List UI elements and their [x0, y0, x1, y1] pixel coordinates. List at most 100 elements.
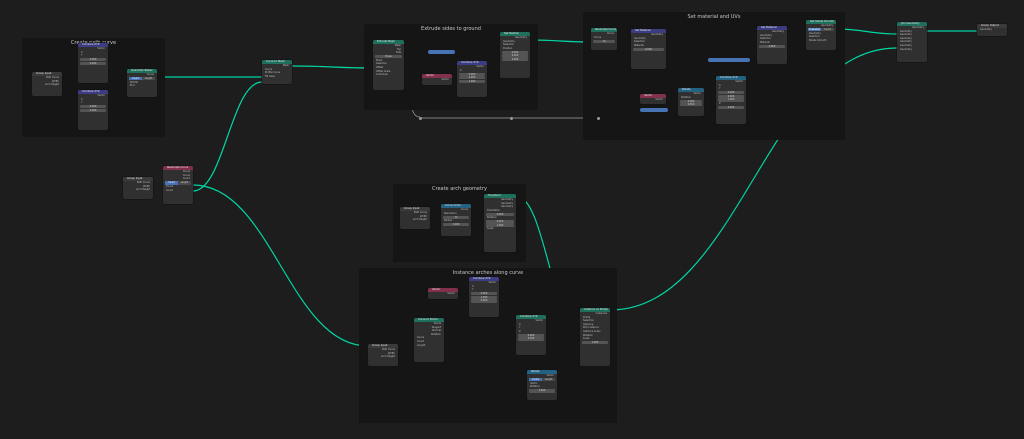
mode-option[interactable]: Evaluated	[808, 27, 821, 32]
reroute-dot[interactable]	[419, 117, 422, 120]
node-group-input[interactable]: Group Input Path Curve Width Arch Height	[32, 72, 62, 96]
value-field[interactable]: 0.000	[633, 47, 664, 51]
mode-option[interactable]: Length	[142, 76, 155, 81]
value-field[interactable]: 0.000	[718, 105, 744, 110]
node-header: Combine XYZ	[78, 90, 108, 94]
value-field[interactable]: 0.000	[502, 54, 528, 58]
node-combine-xyz[interactable]: Combine XYZ Vector X Y 0.000 0.000	[78, 90, 108, 130]
socket-label: Z	[519, 329, 521, 333]
mode-dropdown[interactable]: Faces	[375, 55, 402, 59]
node-join-geometry[interactable]: Join Geometry Geometry Geometry Geometry…	[897, 22, 927, 62]
socket-label: Y	[81, 101, 83, 105]
value-field[interactable]: 0.000	[80, 105, 106, 109]
node-link[interactable]	[529, 39, 592, 43]
node-link[interactable]	[835, 28, 898, 35]
value-field[interactable]: 1.000	[486, 223, 514, 228]
node-set-material-uv[interactable]: Set Material Geometry Geometry Selection…	[631, 29, 666, 69]
node-combine-xyz[interactable]: Combine XYZ Vector X Y Z 0.000 0.000	[516, 315, 546, 355]
value-field[interactable]: 1.000	[582, 341, 608, 345]
socket-label: Path Curve	[413, 211, 427, 214]
value-field[interactable]: 0.000	[518, 337, 544, 341]
reroute-dot[interactable]	[510, 117, 513, 120]
node-curve-to-points[interactable]: Curve to Points Points Tangent Normal Ro…	[414, 318, 444, 362]
value-field[interactable]: 0.000	[529, 389, 555, 393]
value-field[interactable]: 0.000	[80, 108, 106, 112]
mode-option[interactable]: Count	[821, 27, 834, 32]
node-group-output[interactable]: Group Output Geometry	[977, 24, 1007, 36]
node-group-input[interactable]: Group Input Path Curve Width Arch Height	[123, 177, 153, 199]
value-field[interactable]: 0.000	[471, 292, 497, 296]
node-combine-xyz[interactable]: Combine XYZ Vector X Y 0.000 0.000	[78, 43, 108, 83]
node-group-input[interactable]: Group Input Path Curve Width Arch Height	[368, 344, 398, 366]
node-group-input[interactable]: Resample Curve Curve Curve 10	[591, 28, 617, 50]
node-vector-input[interactable]: Vector Vector	[422, 74, 452, 85]
reroute-pill[interactable]	[640, 108, 668, 112]
node-store-uv[interactable]: Set Material Geometry Geometry Selection…	[757, 26, 787, 64]
socket-label: Arch Height	[380, 355, 395, 359]
value-field[interactable]: 12	[443, 215, 469, 219]
node-link[interactable]	[291, 65, 374, 69]
value-field[interactable]: 1.000	[443, 223, 469, 227]
value-field[interactable]: 1.000	[459, 79, 485, 83]
reroute-pill[interactable]	[708, 58, 750, 62]
socket-label: Geometry	[760, 33, 772, 37]
value-field[interactable]: 0.000	[680, 99, 702, 103]
frame-set-material[interactable]: Set material and UVs	[583, 12, 845, 140]
node-header: Curve to Mesh	[262, 60, 292, 64]
reroute-pill[interactable]	[428, 50, 455, 54]
node-set-position[interactable]: Set Position Geometry Geometry Selection…	[500, 32, 530, 78]
value-field[interactable]: 0.000	[718, 94, 744, 98]
value-field[interactable]: 0.000	[718, 91, 744, 95]
node-instance-on-points[interactable]: Instance on Points Instances Points Sele…	[580, 308, 610, 366]
node-header: Combine XYZ	[457, 61, 487, 65]
node-link[interactable]	[192, 184, 369, 347]
mode-option[interactable]: Length	[178, 181, 191, 185]
mode-option[interactable]: Count	[129, 76, 142, 81]
value-field[interactable]: 0.000	[80, 61, 106, 65]
value-field[interactable]: 1.000	[718, 98, 744, 102]
node-extrude-mesh[interactable]: Extrude Mesh Mesh Top Side Faces Mesh Se…	[373, 40, 404, 90]
value-field[interactable]: 0.000	[486, 212, 514, 216]
value-field[interactable]: 10	[593, 39, 615, 43]
value-field[interactable]: 0.000	[759, 44, 785, 48]
node-combine-xyz[interactable]: Combine XYZ Vector X 0.000 0.000 1.000	[457, 61, 487, 97]
node-input-red[interactable]: Vector Vector	[640, 94, 666, 104]
node-rotate[interactable]: Rotate Vector Rotation 0.000 0.500	[678, 88, 704, 116]
node-curve-to-mesh[interactable]: Curve to Mesh Mesh Curve Profile Curve F…	[262, 60, 292, 84]
socket-label: Geometry	[501, 205, 513, 209]
node-curve-circle[interactable]: Curve Circle Curve Resolution 12 Radius …	[441, 204, 471, 236]
value-field[interactable]: 0.500	[680, 103, 702, 107]
node-link[interactable]	[609, 47, 898, 311]
value-field[interactable]: 0.000	[459, 72, 485, 76]
socket-label: Curve	[594, 35, 602, 39]
socket-label: Selection	[376, 62, 388, 66]
node-vector-input[interactable]: Vector Vector	[428, 288, 458, 299]
node-transform[interactable]: Transform Geometry Geometry Geometry Tra…	[484, 194, 516, 252]
mode-option[interactable]: Count	[529, 377, 542, 382]
node-link[interactable]	[192, 81, 263, 192]
socket-label: Count	[417, 339, 425, 343]
value-field[interactable]: 0.000	[502, 57, 528, 62]
value-field[interactable]: 0.000	[80, 58, 106, 62]
mode-option[interactable]: Length	[542, 377, 555, 382]
node-combine-xyz[interactable]: Combine XYZ Vector X Y 0.000 1.000 0.000	[469, 277, 499, 317]
reroute-dot[interactable]	[597, 117, 600, 120]
node-group-input[interactable]: Group Input Path Curve Width Arch Height	[400, 207, 430, 229]
value-field[interactable]: 0.000	[459, 76, 485, 80]
value-field[interactable]: 1.000	[471, 295, 497, 299]
value-field[interactable]: 0.000	[518, 333, 544, 337]
value-field[interactable]: 0.000	[486, 220, 514, 224]
value-field[interactable]: 0.000	[471, 299, 497, 303]
mode-option[interactable]: Count	[165, 181, 178, 185]
value-field[interactable]: 0.000	[502, 50, 528, 54]
node-combine-xyz[interactable]: Combine XYZ Vector X Y 0.000 0.000 1.000…	[716, 76, 746, 124]
